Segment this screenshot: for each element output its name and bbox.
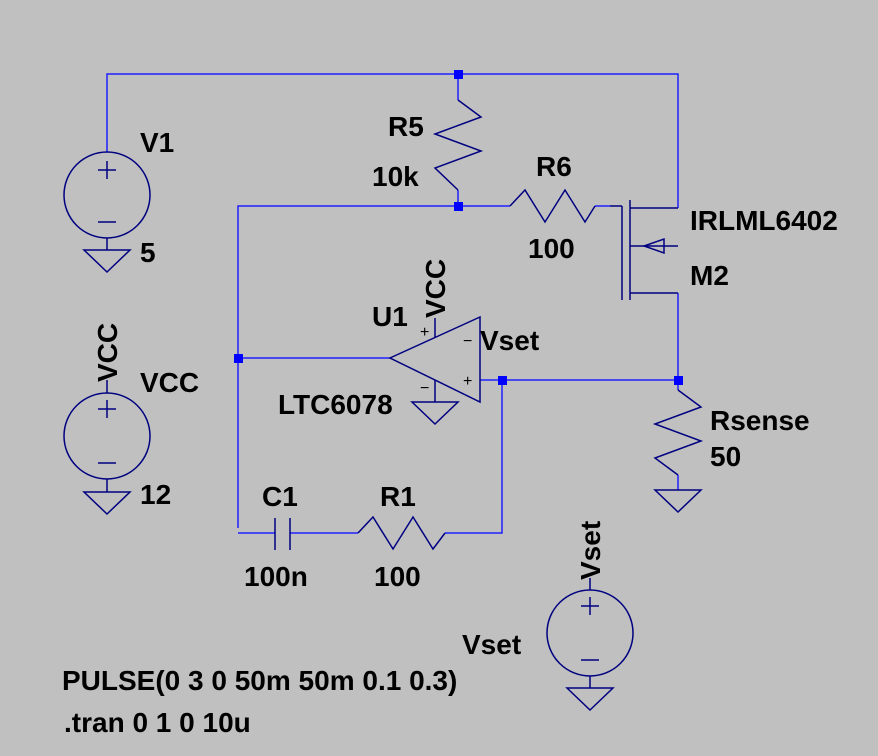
opamp-u1[interactable] [388, 315, 481, 426]
opamp-minus-right: − [463, 333, 472, 350]
resistor-r6[interactable] [509, 188, 596, 224]
opamp-plus-top: + [420, 324, 429, 341]
v1-value: 5 [140, 237, 156, 268]
ground-icon [82, 491, 132, 516]
opamp-minus-bottom: − [420, 380, 429, 397]
voltage-source-vset[interactable] [546, 578, 634, 712]
tran-directive[interactable]: .tran 0 1 0 10u [64, 707, 251, 738]
arrow-icon [641, 237, 665, 255]
u1-supply-net: VCC [420, 259, 451, 318]
voltage-source-v1[interactable] [63, 151, 151, 274]
ground-icon [82, 249, 132, 274]
wire-r1-feedback[interactable] [445, 380, 503, 534]
junction-dot [498, 376, 507, 385]
capacitor-c1[interactable] [274, 518, 291, 550]
ground-icon [410, 401, 460, 426]
wire-top-rail[interactable] [106, 73, 679, 208]
c1-value: 100n [244, 561, 308, 592]
r5-name: R5 [388, 111, 424, 142]
rsense-value: 50 [710, 441, 741, 472]
vcc-source-value: 12 [140, 479, 171, 510]
junctions [234, 70, 683, 385]
r1-name: R1 [380, 481, 416, 512]
v1-name: V1 [140, 127, 174, 158]
vcc-source-name: VCC [140, 367, 199, 398]
wires [106, 73, 679, 534]
wire-gate-node[interactable] [237, 205, 510, 528]
junction-dot [674, 376, 683, 385]
u1-model: LTC6078 [278, 389, 393, 420]
u1-input-net: Vset [480, 325, 539, 356]
r1-value: 100 [374, 561, 421, 592]
rsense-name: Rsense [710, 405, 810, 436]
r6-value: 100 [528, 233, 575, 264]
junction-dot [234, 354, 243, 363]
resistor-r1[interactable] [357, 515, 446, 551]
junction-dot [454, 70, 463, 79]
vset-net-label: Vset [575, 521, 606, 580]
c1-name: C1 [262, 481, 298, 512]
ground-icon [653, 489, 703, 514]
mosfet-m2[interactable] [610, 200, 678, 300]
resistor-rsense[interactable] [652, 389, 704, 514]
r5-value: 10k [372, 161, 419, 192]
r6-name: R6 [536, 151, 572, 182]
resistor-r5[interactable] [432, 99, 484, 191]
vset-source-name: Vset [462, 629, 521, 660]
u1-name: U1 [372, 301, 408, 332]
vset-source-value: PULSE(0 3 0 50m 50m 0.1 0.3) [62, 665, 457, 696]
ground-icon [565, 687, 615, 712]
junction-dot [454, 202, 463, 211]
voltage-source-vcc[interactable] [63, 380, 151, 516]
opamp-plus-right: + [463, 373, 472, 390]
m2-name: M2 [690, 260, 729, 291]
vcc-net-label: VCC [92, 323, 123, 382]
m2-model: IRLML6402 [690, 205, 838, 236]
